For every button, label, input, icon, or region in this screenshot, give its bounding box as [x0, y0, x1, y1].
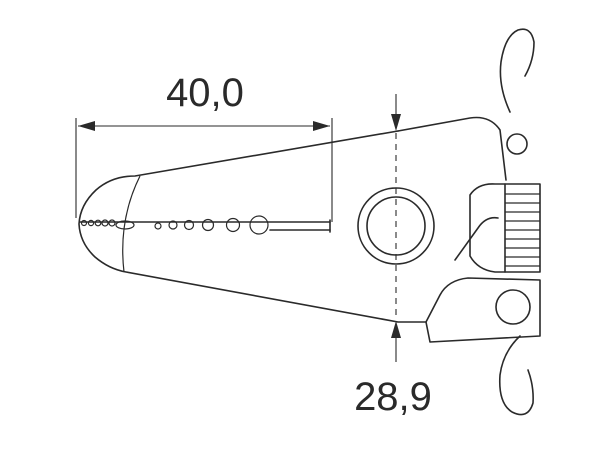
pivot-outer — [357, 187, 435, 265]
spring-housing — [469, 183, 541, 273]
width-dimension: 28,9 — [354, 94, 432, 419]
upper-rivet — [506, 133, 528, 155]
pivot-rivet — [357, 187, 435, 265]
width-label: 28,9 — [354, 375, 432, 419]
length-dimension: 40,0 — [75, 71, 333, 222]
hole-8 — [168, 220, 178, 230]
lower-jaw-block — [425, 277, 541, 343]
length-arrow-left — [78, 121, 95, 131]
hole-7 — [154, 222, 162, 230]
handle-lower-curve — [498, 335, 534, 416]
spring-coils — [505, 193, 540, 267]
hole-12 — [249, 215, 269, 235]
pivot-inner — [366, 196, 426, 256]
plier-handle-mechanism — [425, 28, 541, 416]
jaw-tip-line — [122, 175, 141, 273]
hole-10 — [201, 218, 215, 232]
width-arrow-top — [391, 114, 401, 131]
hole-4 — [101, 219, 109, 227]
hole-1 — [80, 219, 88, 227]
length-arrow-right — [313, 121, 330, 131]
adjuster-arm — [454, 216, 499, 261]
hole-6 — [115, 220, 135, 230]
width-arrow-bottom — [391, 321, 401, 338]
lower-rivet — [495, 289, 531, 325]
jaw-upper-profile — [397, 116, 507, 181]
hole-11 — [225, 217, 241, 233]
hole-2 — [87, 219, 95, 227]
hole-9 — [183, 219, 195, 231]
hole-3 — [94, 219, 102, 227]
jaw-outline — [78, 130, 427, 323]
plier-jaw — [78, 116, 507, 323]
hole-5 — [108, 219, 116, 227]
handle-upper-curve — [499, 28, 535, 113]
stripping-holes — [80, 215, 269, 235]
length-label: 40,0 — [166, 71, 244, 115]
